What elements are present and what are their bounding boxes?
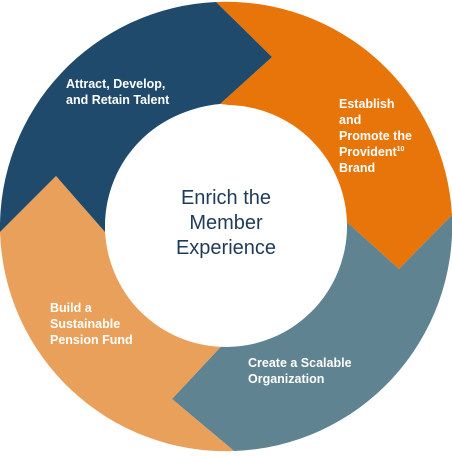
segment-label-brand: Establish and Promote the Provident10 Br… (339, 96, 412, 176)
label-line: Pension Fund (50, 333, 133, 347)
center-circle (105, 105, 347, 347)
label-line: Build a (50, 301, 92, 315)
segment-label-pension: Build a Sustainable Pension Fund (50, 300, 133, 348)
label-line-with-sup: Provident10 (339, 144, 412, 160)
label-line: Promote the (339, 129, 412, 143)
label-line: Establish (339, 97, 395, 111)
segment-scalable-arrow (172, 215, 452, 451)
label-line: Organization (248, 372, 325, 386)
footnote-superscript: 10 (396, 145, 405, 153)
label-line: and Retain Talent (66, 93, 170, 107)
center-line: Experience (175, 237, 277, 259)
segment-label-scalable: Create a Scalable Organization (248, 355, 352, 387)
segment-label-talent: Attract, Develop, and Retain Talent (66, 76, 169, 108)
label-line: Sustainable (50, 317, 121, 331)
label-line: and (339, 113, 362, 127)
label-line: Brand (339, 161, 376, 175)
segment-pension-arrow (0, 176, 234, 452)
segment-talent-arrow (0, 2, 272, 232)
center-title: Enrich the Member Experience (126, 186, 326, 261)
center-line: Member (189, 212, 263, 234)
segment-brand-arrow (216, 1, 452, 269)
label-line: Create a Scalable (248, 356, 352, 370)
label-line: Attract, Develop, (66, 77, 166, 91)
label-line: Provident (339, 145, 397, 159)
center-line: Enrich the (180, 187, 272, 209)
